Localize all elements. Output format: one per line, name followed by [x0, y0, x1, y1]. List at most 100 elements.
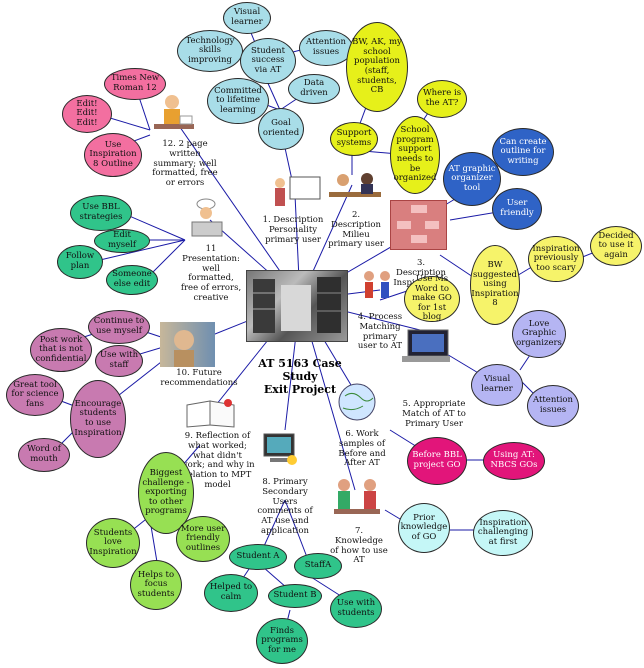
- node-text: Goal oriented: [262, 118, 300, 138]
- node-student-b: Student B: [268, 584, 322, 608]
- teacher-and-student-icon: [330, 475, 385, 525]
- cheering-people-icon: [357, 268, 397, 310]
- node-decided-use-again: Decided to use it again: [590, 226, 642, 266]
- thinking-person-icon: [160, 322, 215, 367]
- node-text: Use with students: [336, 598, 376, 618]
- node-text: School program support needs to be organ…: [393, 125, 437, 184]
- laptop-icon: [398, 328, 453, 368]
- node-text: Edit myself: [107, 230, 137, 250]
- node-text: Edit! Edit! Edit!: [76, 98, 98, 128]
- node-text: 11 Presentation: well formatted, free of…: [180, 244, 242, 303]
- node-at-graphic-organizer: AT graphic organizer tool: [443, 152, 501, 206]
- label-7-knowledge: 7. Knowledge of how to use AT: [330, 526, 388, 566]
- node-love-graphic-organizers: Love Graphic organizers: [512, 310, 566, 358]
- node-text: Using AT: NBCS GOs: [490, 450, 538, 470]
- node-school-program: School program support needs to be organ…: [390, 116, 440, 194]
- students-at-desk-icon: [325, 170, 385, 210]
- node-text: Student B: [273, 590, 317, 601]
- node-text: 9. Reflection of what worked; what didn'…: [180, 431, 255, 490]
- node-prior-knowledge: Prior knowledge of GO: [398, 503, 450, 553]
- node-text: Support systems: [336, 128, 372, 148]
- node-text: Data driven: [300, 78, 328, 98]
- node-post-work: Post work that is not confidential: [30, 328, 92, 372]
- node-committed-learning: Committed to lifetime learning: [207, 78, 269, 124]
- node-text: Attention issues: [532, 395, 574, 415]
- node-use-with-students: Use with students: [330, 590, 382, 628]
- node-helped-to-calm: Helped to calm: [204, 574, 258, 612]
- node-technology-skills: Technology skills improving: [177, 30, 243, 72]
- node-edit-myself: Edit myself: [94, 229, 150, 253]
- node-text: AT graphic organizer tool: [448, 163, 496, 193]
- label-9-reflection: 9. Reflection of what worked; what didn'…: [180, 431, 255, 491]
- node-use-inspiration-outline: Use Inspiration 8 Outline: [84, 133, 142, 177]
- node-use-with-staff: Use with staff: [95, 345, 143, 377]
- node-great-tool: Great tool for science fans: [6, 374, 64, 416]
- node-text: Decided to use it again: [598, 230, 634, 260]
- node-text: Times New Roman 12: [110, 73, 160, 93]
- node-more-user-friendly: More user friendly outlines: [176, 516, 230, 562]
- node-text: Student success via AT: [250, 45, 286, 75]
- map-title: AT 5163 Case Study Exit Project: [240, 357, 360, 397]
- presenter-figure-icon: [268, 175, 323, 213]
- node-text: Word of mouth: [27, 444, 61, 464]
- node-text: Students love Inspiration: [89, 527, 137, 557]
- label-10-future: 10. Future recommendations: [160, 368, 238, 389]
- label-6-work-samples: 6. Work samples of Before and After AT: [337, 429, 387, 469]
- node-text: Visual learner: [231, 7, 263, 27]
- node-encourage-students: Encourage students to use Inspiration: [70, 380, 126, 458]
- node-text: 8. Primary Secondary Users comments of A…: [257, 477, 313, 536]
- title-line-1: AT 5163 Case Study: [258, 357, 342, 384]
- node-text: 2. Description Milieu primary user: [328, 210, 384, 250]
- node-text: 12. 2 page written summary; well formatt…: [152, 139, 218, 189]
- node-use-bbl-strategies: Use BBL strategies: [70, 195, 132, 231]
- flowchart-icon: [390, 200, 447, 250]
- writer-at-desk-icon: [150, 92, 198, 140]
- node-text: Before BBL project GO: [412, 450, 462, 470]
- node-visual-learner-top: Visual learner: [223, 2, 271, 34]
- node-text: Attention issues: [305, 37, 347, 57]
- node-text: 1. Description Personality primary user: [262, 215, 324, 245]
- node-text: 5. Appropriate Match of AT to Primary Us…: [402, 399, 466, 429]
- node-text: Finds programs for me: [261, 625, 303, 655]
- node-text: More user friendly outlines: [180, 523, 226, 553]
- node-times-new-roman: Times New Roman 12: [104, 68, 166, 100]
- node-text: Use Inspiration 8 Outline: [89, 139, 137, 169]
- node-visual-learner-mid: Visual learner: [471, 364, 523, 406]
- node-inspiration-challenging: Inspiration challenging at first: [473, 510, 533, 556]
- node-text: Helps to focus students: [137, 569, 175, 599]
- node-students-love: Students love Inspiration: [86, 518, 140, 568]
- node-text: Use with staff: [99, 350, 139, 370]
- node-text: 4. Process Matching primary user to AT: [357, 312, 403, 352]
- node-attention-issues-mid: Attention issues: [527, 385, 579, 427]
- node-inspiration-too-scary: Inspiration previously too scary: [528, 236, 584, 282]
- node-data-driven: Data driven: [288, 74, 340, 104]
- node-bw-suggested: BW suggested using Inspiration 8: [470, 245, 520, 325]
- node-text: Continue to use myself: [93, 316, 145, 336]
- node-support-systems: Support systems: [330, 122, 378, 156]
- node-text: Love Graphic organizers: [516, 318, 562, 348]
- node-use-ms-word: Use Ms Word to make GO for 1st blog: [404, 275, 460, 322]
- node-text: 10. Future recommendations: [160, 368, 238, 388]
- node-text: Technology skills improving: [185, 35, 235, 65]
- node-goal-oriented: Goal oriented: [258, 108, 304, 150]
- node-attention-issues-top: Attention issues: [299, 30, 353, 66]
- title-line-2: Exit Project: [263, 383, 337, 397]
- library-photo: [246, 270, 348, 342]
- node-biggest-challenge: Biggest challenge - exporting to other p…: [138, 452, 194, 534]
- node-text: Great tool for science fans: [11, 379, 59, 409]
- node-staff-a: StaffA: [294, 553, 342, 579]
- label-11-presentation: 11 Presentation: well formatted, free of…: [180, 244, 242, 304]
- node-text: Inspiration previously too scary: [532, 243, 580, 273]
- label-4-process: 4. Process Matching primary user to AT: [355, 312, 405, 352]
- node-using-at-nbcs: Using AT: NBCS GOs: [483, 442, 545, 480]
- chef-typing-icon: [188, 198, 226, 240]
- computer-user-icon: [258, 430, 300, 470]
- node-text: Student A: [236, 551, 280, 562]
- node-text: BW, AK, my school population (staff, stu…: [352, 37, 402, 96]
- node-text: 6. Work samples of Before and After AT: [338, 429, 386, 469]
- node-edit-edit-edit: Edit! Edit! Edit!: [62, 95, 112, 133]
- node-text: Helped to calm: [209, 582, 253, 602]
- node-text: Can create outline for writing: [499, 136, 547, 166]
- label-5-appropriate: 5. Appropriate Match of AT to Primary Us…: [400, 399, 468, 429]
- label-2-milieu: 2. Description Milieu primary user: [326, 210, 386, 250]
